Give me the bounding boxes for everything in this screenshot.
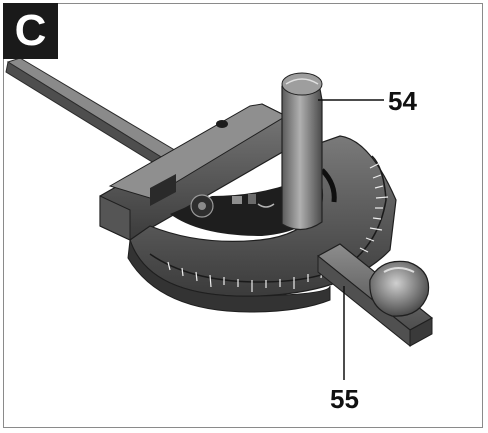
callout-54: 54 xyxy=(388,86,417,116)
handle-rod xyxy=(281,72,323,231)
figure-letter-badge: C xyxy=(3,3,58,59)
figure-letter: C xyxy=(14,6,47,55)
guide-bar xyxy=(5,57,179,169)
locking-knob xyxy=(369,260,430,317)
callout-55: 55 xyxy=(330,384,359,414)
